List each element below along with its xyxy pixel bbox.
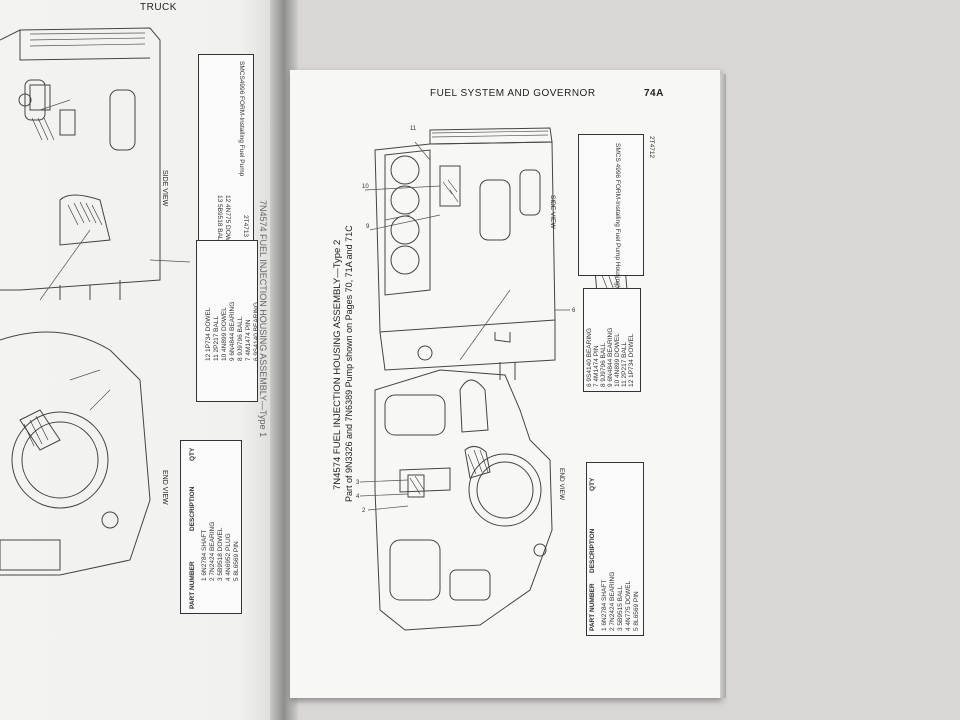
left-mid-row-5: 10 4N899 DOWEL xyxy=(221,307,228,361)
end-header-desc: DESCRIPTION xyxy=(589,528,596,573)
page-number: 74A xyxy=(644,88,664,99)
left-running-head: TRUCK xyxy=(140,2,177,13)
section-title: FUEL SYSTEM AND GOVERNOR xyxy=(430,88,596,99)
left-side-view-drawing xyxy=(0,27,191,576)
left-bottom-row-5: 5 8L6569 PIN xyxy=(233,541,240,581)
left-bottom-row-1: 1 6N2784 SHAFT xyxy=(201,529,208,581)
left-mid-row-4: 9 6N4844 BEARING xyxy=(229,301,236,361)
svg-text:10: 10 xyxy=(362,184,369,190)
end-view-drawing: 3 4 2 xyxy=(356,369,553,631)
end-header-part: PART NUMBER xyxy=(589,583,596,631)
left-smcs-note: SMCS4996 FORM-Installing Fuel Pump xyxy=(238,61,245,177)
svg-text:9: 9 xyxy=(366,224,370,230)
side-view-label: SIDE VIEW xyxy=(549,195,556,229)
svg-text:4: 4 xyxy=(356,494,360,500)
side-row-1: 6 9S4140 BEARING xyxy=(586,328,593,387)
left-mid-table: 6 9S4140 BEARING 7 4M1474 PIN 8 9J9796 B… xyxy=(196,240,260,402)
smcs-note-box: SMCS 4996 FORM-Installing Fuel Pump Hous… xyxy=(578,134,644,288)
assembly-title: 7N4574 FUEL INJECTION HOUSING ASSEMBLY—T… xyxy=(332,239,343,490)
svg-text:3: 3 xyxy=(356,480,360,486)
fig-code: 2T4712 xyxy=(648,136,655,159)
left-bottom-row-3: 3 5B9518 DOWEL xyxy=(217,527,224,581)
side-row-4: 9 6N4844 BEARING xyxy=(607,327,614,387)
assembly-subtitle: Part of 9N3326 and 7N6389 Pump shown on … xyxy=(344,225,354,502)
left-bottom-header-qty: QTY xyxy=(189,447,196,461)
left-mid-row-1: 6 9S4140 BEARING xyxy=(253,302,260,361)
left-side-view-label: SIDE VIEW xyxy=(161,170,168,207)
end-row-2: 2 7N2424 BEARING xyxy=(609,571,616,631)
end-row-1: 1 6N2784 SHAFT xyxy=(601,579,608,631)
left-mid-row-3: 8 9J9796 BALL xyxy=(237,316,244,361)
left-page: TRUCK SIDE VIEW END VIEW SMCS4996 FORM-I… xyxy=(0,0,282,720)
smcs-note: SMCS 4996 FORM-Installing Fuel Pump Hous… xyxy=(614,143,621,288)
left-top-row-2: 13 5B9518 BALL xyxy=(216,195,223,245)
end-header-qty: QTY xyxy=(589,477,596,491)
svg-text:2: 2 xyxy=(362,508,366,514)
left-top-table: SMCS4996 FORM-Installing Fuel Pump 12 4N… xyxy=(198,54,254,266)
end-row-3: 3 5B9515 BALL xyxy=(617,585,624,631)
svg-text:6: 6 xyxy=(572,308,576,314)
side-row-6: 11 2P217 BALL xyxy=(621,341,628,387)
side-row-3: 8 9J9796 BALL xyxy=(600,342,607,387)
side-row-7: 12 1P734 DOWEL xyxy=(628,333,635,387)
left-bottom-row-4: 4 4N6952 PLUG xyxy=(225,533,232,581)
page-edge xyxy=(720,74,726,698)
right-page: FUEL SYSTEM AND GOVERNOR 74A 10 9 xyxy=(290,70,720,698)
left-bottom-header-desc: DESCRIPTION xyxy=(189,486,196,531)
end-view-label: END VIEW xyxy=(558,468,565,501)
end-row-4: 4 4N775 DOWEL xyxy=(625,580,632,631)
left-mid-row-6: 11 2P217 BALL xyxy=(213,315,220,361)
side-parts-table: 6 9S4140 BEARING 7 4M1474 PIN 8 9J9796 B… xyxy=(583,288,641,392)
side-row-2: 7 4M1474 PIN xyxy=(593,345,600,387)
left-bottom-row-2: 2 7N2424 BEARING xyxy=(209,521,216,581)
svg-text:11: 11 xyxy=(410,126,417,132)
left-bottom-header-part: PART NUMBER xyxy=(189,561,196,609)
left-mid-row-7: 12 1P734 DOWEL xyxy=(205,307,212,361)
left-end-view-label: END VIEW xyxy=(161,470,168,505)
side-row-5: 10 4N899 DOWEL xyxy=(614,333,621,387)
end-parts-table: PART NUMBER DESCRIPTION QTY 1 6N2784 SHA… xyxy=(586,462,644,636)
left-mid-row-2: 7 4M1474 PIN xyxy=(245,319,252,361)
left-bottom-table: PART NUMBER DESCRIPTION QTY 1 6N2784 SHA… xyxy=(180,440,242,614)
left-fig-code: 2T4713 xyxy=(242,215,249,238)
right-drawings: 10 9 11 6 3 4 2 xyxy=(356,126,629,631)
end-row-5: 5 8L6569 PIN xyxy=(633,591,640,631)
